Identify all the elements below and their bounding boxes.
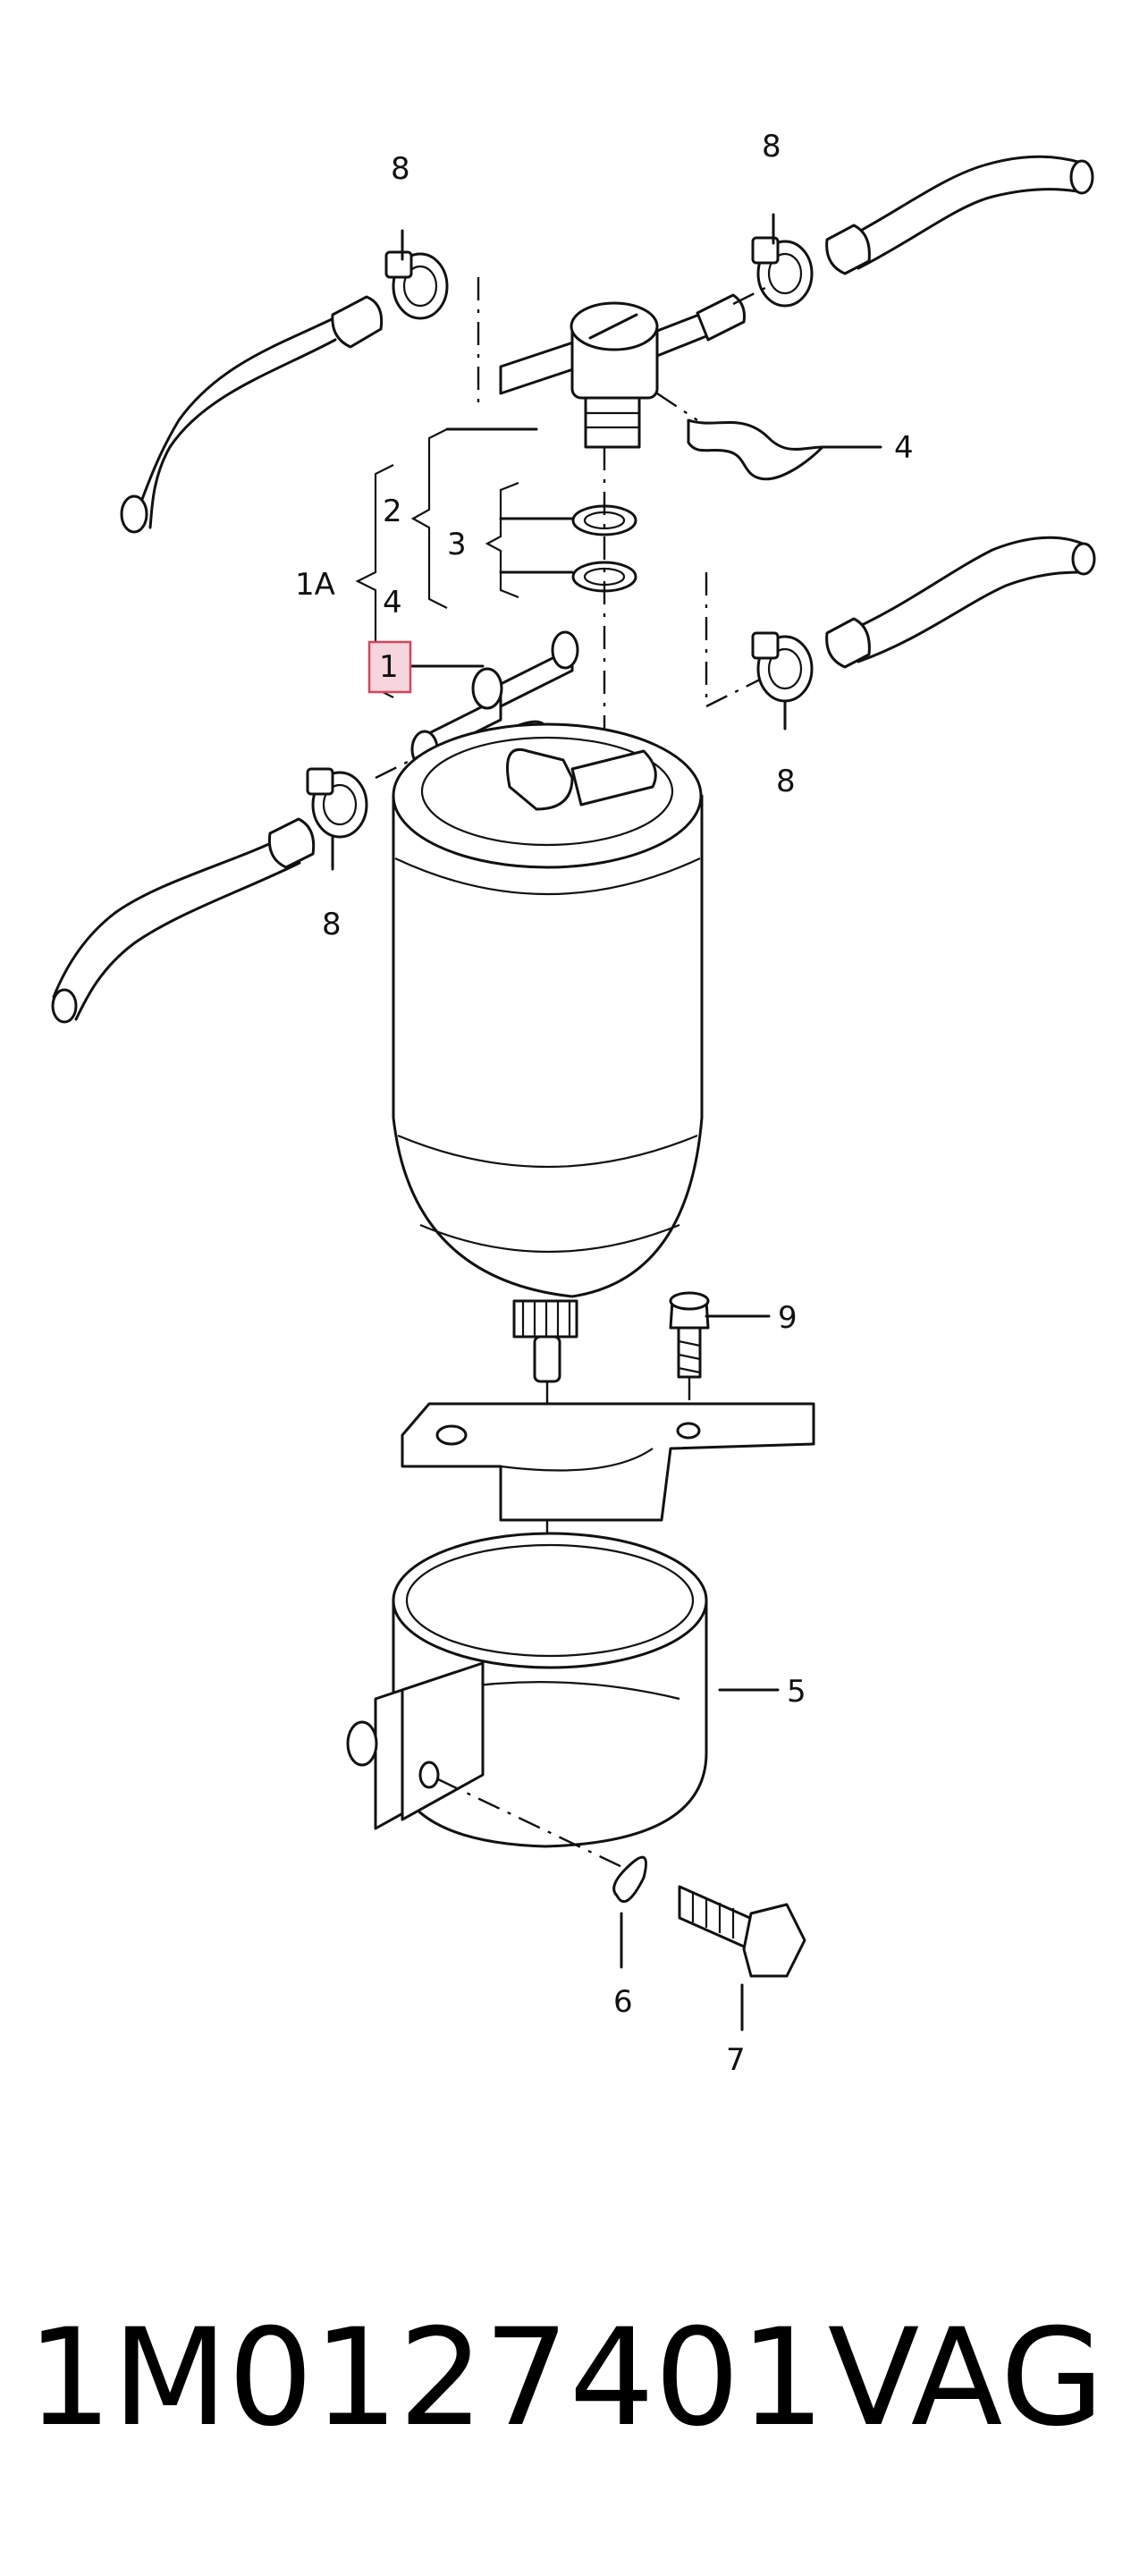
hose-clamp-top-left	[384, 229, 449, 320]
callout-6: 6	[613, 1984, 633, 2020]
control-valve	[477, 277, 770, 449]
hose-clamp-middle-right	[705, 572, 814, 731]
hose-middle-left	[51, 817, 316, 1024]
bolt-7	[678, 1885, 806, 2031]
footer: 1M0127401 VAG	[0, 2289, 1131, 2468]
callout-7: 7	[726, 2042, 746, 2078]
callout-8-top-right: 8	[762, 129, 781, 165]
mounting-bracket	[401, 1402, 815, 1522]
callout-4-left: 4	[383, 585, 402, 621]
callout-5: 5	[787, 1674, 806, 1710]
brand-name: VAG	[827, 2301, 1104, 2456]
hose-top-right	[825, 155, 1094, 275]
washer-6	[612, 1855, 647, 1969]
callout-3: 3	[447, 527, 467, 562]
leader-lines	[401, 445, 882, 1692]
callout-4-clip: 4	[894, 430, 914, 466]
fuel-filter-exploded-diagram: 8 8 4 2 3 1A 4 1 8 8 9 5 6 7	[51, 129, 1096, 2078]
callout-1-highlight	[367, 640, 412, 694]
fuel-filter-body	[392, 722, 704, 1735]
callout-8-top-left: 8	[391, 151, 410, 187]
callout-9: 9	[778, 1300, 798, 1336]
hose-middle-right	[825, 536, 1096, 669]
callout-8-left: 8	[322, 907, 342, 942]
callout-8-right: 8	[776, 764, 796, 799]
clamp-ring	[346, 1532, 708, 1871]
callout-1: 1	[379, 649, 399, 685]
hose-top-left	[120, 295, 384, 534]
part-number: 1M0127401	[27, 2301, 825, 2456]
retaining-clip	[656, 393, 824, 481]
hose-clamp-middle-left	[306, 767, 368, 871]
hose-clamp-top-right	[751, 213, 814, 308]
callout-2: 2	[383, 494, 402, 529]
callout-1a: 1A	[295, 567, 335, 603]
